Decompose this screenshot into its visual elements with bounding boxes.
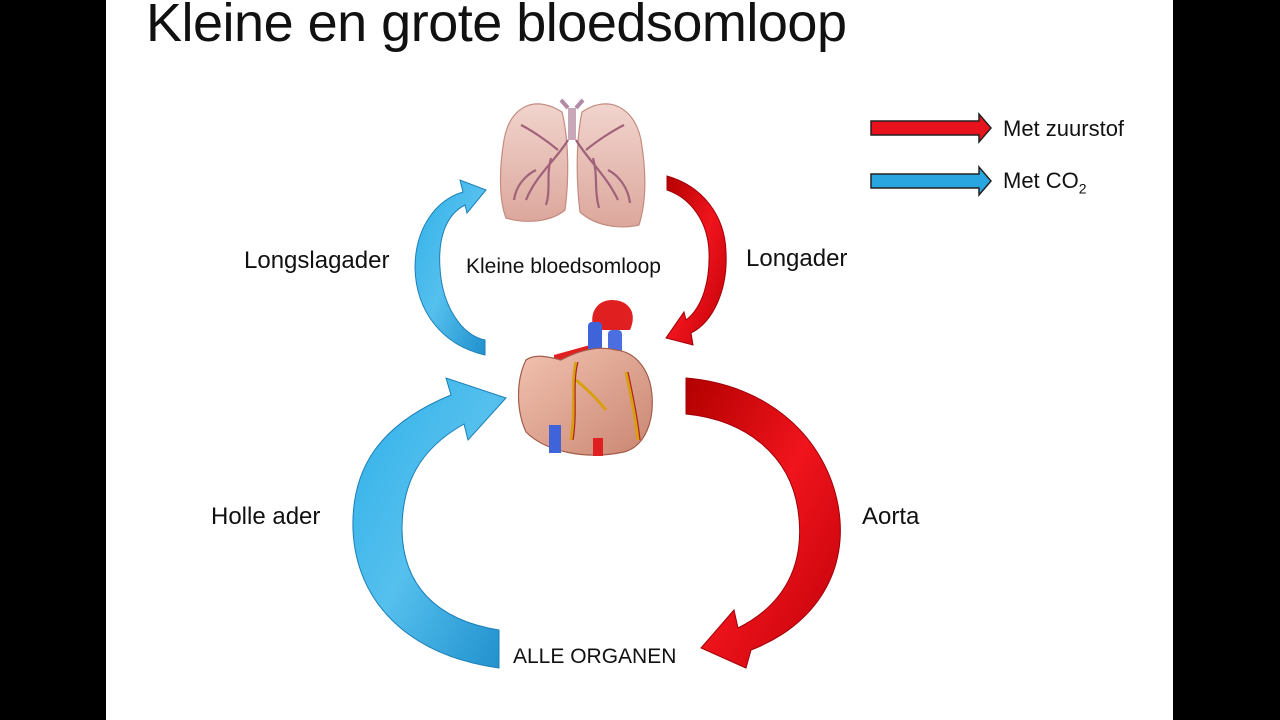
label-aorta: Aorta — [862, 503, 920, 530]
label-longader: Longader — [746, 245, 848, 272]
label-alle-organen: ALLE ORGANEN — [513, 645, 677, 668]
legend-co2-text: Met CO2 — [1003, 168, 1087, 196]
lungs-icon — [499, 98, 646, 228]
longader-arrow — [665, 175, 727, 346]
label-holle-ader: Holle ader — [211, 503, 321, 530]
slide-title: Kleine en grote bloedsomloop — [146, 0, 847, 53]
label-longslagader: Longslagader — [244, 247, 390, 274]
holle-ader-arrow — [352, 377, 507, 669]
legend-oxygen-arrow — [870, 111, 992, 145]
legend-co2-arrow — [870, 164, 992, 198]
label-kleine-bloedsomloop: Kleine bloedsomloop — [466, 255, 661, 278]
aorta-arrow — [685, 377, 841, 669]
slide: Kleine en grote bloedsomloop — [106, 0, 1173, 720]
legend-co2-subscript: 2 — [1078, 180, 1087, 197]
legend-co2-main: Met CO — [1003, 168, 1079, 193]
heart-icon — [517, 300, 653, 456]
legend-oxygen-text: Met zuurstof — [1003, 116, 1125, 141]
longslagader-arrow — [414, 179, 487, 356]
circulation-diagram — [352, 98, 992, 669]
